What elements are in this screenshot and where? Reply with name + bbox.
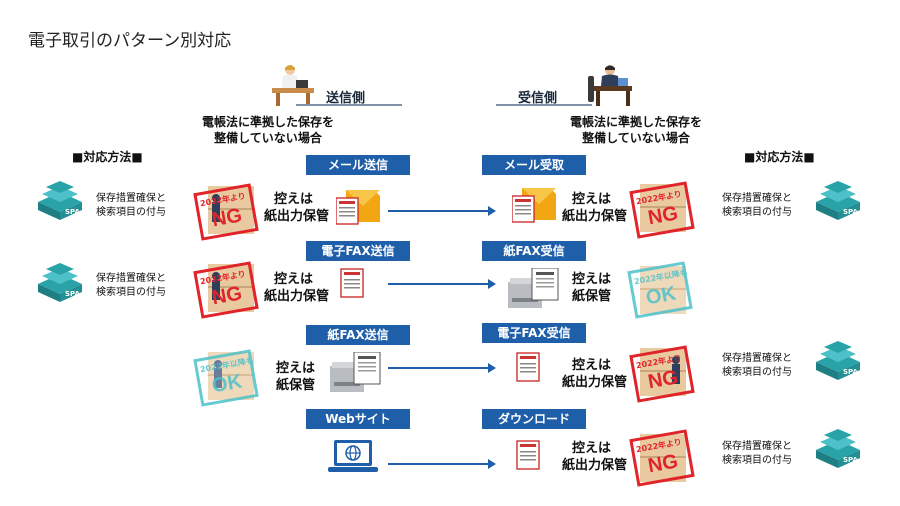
page-title: 電子取引のパターン別対応 (28, 31, 232, 51)
keep-line1: 控えは (276, 361, 316, 376)
spa-text-line2: 検索項目の付与 (722, 207, 792, 218)
sender-label: 送信側 (326, 91, 366, 106)
fax-machine-icon (328, 352, 384, 394)
spa-icon: SPA (812, 428, 864, 470)
keep-line2: 紙出力保管 (562, 375, 628, 390)
cardboard-boxes-icon (206, 350, 256, 400)
keep-line2: 紙保管 (276, 378, 316, 393)
document-icon (516, 440, 540, 470)
cardboard-boxes-icon (206, 262, 256, 312)
spa-text-right: 保存措置確保と 検索項目の付与 (722, 352, 792, 380)
mail-receive-box: メール受取 (482, 155, 586, 175)
receiver-condition: 電帳法に準拠した保存を 整備していない場合 (536, 114, 736, 146)
keep-line1: 控えは (572, 358, 612, 373)
mail-received-document-icon (512, 180, 556, 224)
spa-text-line1: 保存措置確保と (722, 441, 792, 452)
send-keep-text: 控えは 紙保管 (276, 360, 315, 394)
spa-text-left: 保存措置確保と 検索項目の付与 (96, 192, 166, 220)
receiver-condition-line2: 整備していない場合 (582, 131, 690, 145)
send-keep-text: 控えは 紙出力保管 (264, 191, 329, 225)
spa-text-line2: 検索項目の付与 (722, 367, 792, 378)
spa-text-right: 保存措置確保と 検索項目の付与 (722, 440, 792, 468)
spa-icon: SPA (812, 340, 864, 382)
sender-condition: 電帳法に準拠した保存を 整備していない場合 (168, 114, 368, 146)
cardboard-boxes-icon (638, 264, 688, 314)
sender-divider (296, 104, 402, 106)
spa-logo-text: SPA (65, 208, 81, 216)
efax-send-box: 電子FAX送信 (306, 241, 410, 261)
spa-text-line2: 検索項目の付与 (722, 455, 792, 466)
cardboard-boxes-icon (638, 346, 688, 396)
receiver-person-icon (574, 64, 634, 108)
keep-line2: 紙出力保管 (562, 458, 628, 473)
keep-line1: 控えは (572, 441, 612, 456)
spa-text-line2: 検索項目の付与 (96, 207, 166, 218)
spa-icon: SPA (34, 262, 86, 304)
website-box: Webサイト (306, 409, 410, 429)
recv-keep-text: 控えは 紙出力保管 (562, 191, 627, 225)
keep-line2: 紙出力保管 (264, 209, 330, 224)
sender-condition-line1: 電帳法に準拠した保存を (201, 115, 334, 129)
efax-receive-box: 電子FAX受信 (482, 323, 586, 343)
cardboard-boxes-icon (638, 182, 688, 232)
spa-logo-text: SPA (65, 290, 81, 298)
arrow-row4 (388, 459, 496, 469)
spa-logo-text: SPA (843, 208, 859, 216)
paper-fax-receive-box: 紙FAX受信 (482, 241, 586, 261)
mail-send-box: メール送信 (306, 155, 410, 175)
keep-line2: 紙保管 (572, 289, 612, 304)
method-label-left: ■対応方法■ (72, 150, 143, 164)
spa-text-line1: 保存措置確保と (722, 193, 792, 204)
spa-text-left: 保存措置確保と 検索項目の付与 (96, 272, 166, 300)
spa-logo-text: SPA (843, 456, 859, 464)
receiver-condition-line1: 電帳法に準拠した保存を (569, 115, 702, 129)
document-icon (340, 268, 364, 298)
spa-icon: SPA (812, 180, 864, 222)
spa-logo-text: SPA (843, 368, 859, 376)
cardboard-boxes-icon (638, 432, 688, 482)
spa-text-line1: 保存措置確保と (96, 273, 166, 284)
laptop-globe-icon (328, 438, 378, 474)
keep-line1: 控えは (274, 272, 314, 287)
spa-text-line2: 検索項目の付与 (96, 287, 166, 298)
receiver-divider (496, 104, 592, 106)
recv-keep-text: 控えは 紙保管 (572, 271, 611, 305)
sender-condition-line2: 整備していない場合 (214, 131, 322, 145)
arrow-row2 (388, 279, 496, 289)
keep-line1: 控えは (274, 192, 314, 207)
keep-line1: 控えは (572, 192, 612, 207)
arrow-row3 (388, 363, 496, 373)
receiver-label: 受信側 (518, 91, 558, 106)
keep-line2: 紙出力保管 (562, 209, 628, 224)
mail-document-icon (336, 182, 380, 226)
spa-icon: SPA (34, 180, 86, 222)
spa-text-line1: 保存措置確保と (722, 353, 792, 364)
cardboard-boxes-icon (206, 184, 256, 234)
method-label-right: ■対応方法■ (744, 150, 815, 164)
fax-machine-icon (506, 268, 562, 310)
keep-line1: 控えは (572, 272, 612, 287)
recv-keep-text: 控えは 紙出力保管 (562, 440, 627, 474)
arrow-row1 (388, 206, 496, 216)
sender-person-icon (268, 64, 318, 106)
send-keep-text: 控えは 紙出力保管 (264, 271, 329, 305)
spa-text-right: 保存措置確保と 検索項目の付与 (722, 192, 792, 220)
spa-text-line1: 保存措置確保と (96, 193, 166, 204)
paper-fax-send-box: 紙FAX送信 (306, 325, 410, 345)
download-box: ダウンロード (482, 409, 586, 429)
recv-keep-text: 控えは 紙出力保管 (562, 357, 627, 391)
document-icon (516, 352, 540, 382)
keep-line2: 紙出力保管 (264, 289, 330, 304)
